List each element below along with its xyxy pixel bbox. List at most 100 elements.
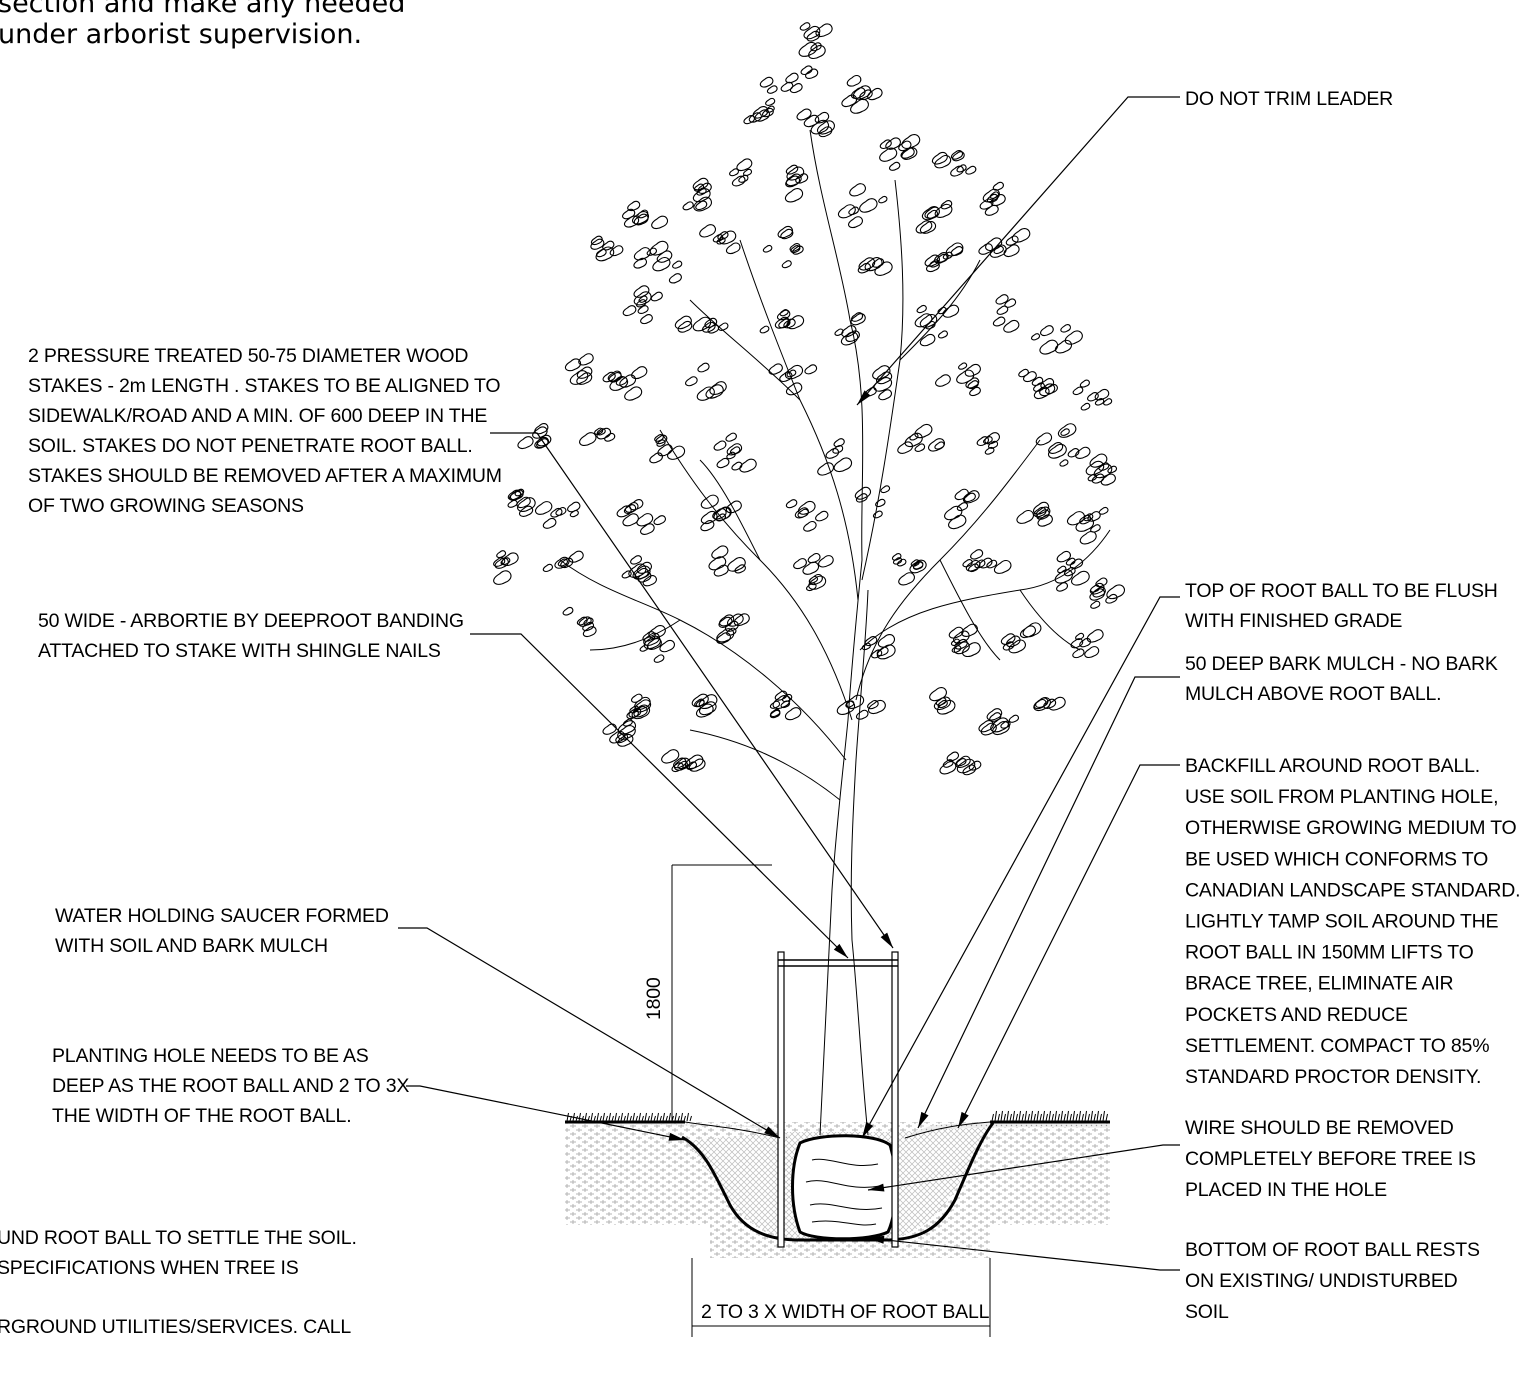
note-line: UND ROOT BALL TO SETTLE THE SOIL.	[0, 1227, 357, 1249]
leaf-cluster	[743, 97, 776, 125]
note-line: BACKFILL AROUND ROOT BALL.	[1185, 755, 1480, 777]
leaf-cluster	[836, 694, 886, 720]
note-line: DO NOT TRIM LEADER	[1185, 88, 1393, 110]
arrowhead	[958, 1111, 969, 1128]
leaf-cluster	[590, 235, 624, 262]
arrowhead	[764, 1126, 780, 1138]
note-line: OF TWO GROWING SEASONS	[28, 495, 304, 517]
leaf-cluster	[700, 494, 742, 532]
leaf-cluster	[796, 108, 835, 138]
branch	[739, 239, 859, 601]
note-line: BRACE TREE, ELIMINATE AIR	[1185, 973, 1454, 995]
leaf-cluster	[837, 183, 888, 229]
note-line: TOP OF ROOT BALL TO BE FLUSH	[1185, 580, 1498, 602]
note-line: SPECIFICATIONS WHEN TREE IS	[0, 1257, 299, 1279]
note-backfill: BACKFILL AROUND ROOT BALL.USE SOIL FROM …	[1185, 755, 1520, 1088]
note-line: STAKES SHOULD BE REMOVED AFTER A MAXIMUM	[28, 465, 502, 487]
leaf-cluster	[793, 552, 834, 592]
leaf-cluster	[891, 553, 927, 586]
leaf-cluster	[1089, 577, 1125, 609]
leaf-cluster	[939, 751, 982, 776]
leaf-cluster	[929, 687, 956, 715]
arrowhead	[868, 1183, 885, 1192]
leaf-cluster	[1000, 622, 1042, 654]
note-line: STANDARD PROCTOR DENSITY.	[1185, 1066, 1481, 1088]
leaf-cluster	[682, 177, 712, 212]
leaf-cluster	[493, 550, 519, 585]
leaf-cluster	[699, 224, 741, 255]
leaf-cluster	[935, 362, 981, 397]
note-line: STAKES - 2m LENGTH . STAKES TO BE ALIGNE…	[28, 375, 500, 397]
leaf-cluster	[854, 485, 891, 519]
branch	[689, 299, 801, 401]
leaf-cluster	[708, 545, 746, 577]
leaf-cluster	[685, 362, 727, 401]
branch	[859, 529, 1111, 651]
leaf-cluster	[1035, 423, 1091, 467]
leaf-cluster	[674, 315, 729, 334]
note-line: SIDEWALK/ROAD AND A MIN. OF 600 DEEP IN …	[28, 405, 487, 427]
note-line: OTHERWISE GROWING MEDIUM TO	[1185, 817, 1517, 839]
branch	[809, 129, 864, 561]
leaf-cluster	[931, 149, 977, 177]
root-ball	[791, 1134, 898, 1241]
leaf-cluster	[879, 134, 921, 171]
leaf-cluster	[649, 434, 686, 464]
note-line: PLANTING HOLE NEEDS TO BE AS	[52, 1045, 369, 1067]
leaf-cluster	[1070, 629, 1104, 659]
leaf-cluster	[762, 225, 804, 269]
note-line: ATTACHED TO STAKE WITH SHINGLE NAILS	[38, 640, 441, 662]
leaf-cluster	[861, 634, 896, 660]
leaf-cluster	[834, 312, 866, 346]
tree-canopy	[493, 22, 1125, 776]
leaf-cluster	[716, 613, 750, 645]
leaf-cluster	[1016, 501, 1053, 527]
leaf-cluster	[798, 22, 833, 60]
grass-right	[991, 1110, 1108, 1122]
leaf-cluster	[768, 363, 818, 396]
leaf-cluster	[602, 718, 637, 747]
note-line: THE WIDTH OF THE ROOT BALL.	[52, 1105, 351, 1127]
leaf-cluster	[542, 550, 584, 573]
branch	[1019, 589, 1081, 651]
note-line: LIGHTLY TAMP SOIL AROUND THE	[1185, 911, 1499, 933]
arrowhead	[918, 1111, 929, 1128]
grass-blades	[991, 1110, 1108, 1122]
leaf-cluster	[1030, 324, 1083, 355]
leaf-cluster	[1072, 379, 1113, 411]
note-cut-off: UND ROOT BALL TO SETTLE THE SOIL. SPECIFI…	[0, 1227, 357, 1338]
note-line: ON EXISTING/ UNDISTURBED	[1185, 1270, 1458, 1292]
grass-blades	[566, 1112, 692, 1122]
leaf-cluster	[759, 65, 819, 94]
leaf-cluster	[817, 438, 853, 476]
note-line: PLACED IN THE HOLE	[1185, 1179, 1387, 1201]
leaf-cluster	[626, 693, 652, 720]
wood-stakes	[777, 951, 899, 1248]
arrowhead	[857, 390, 871, 405]
leaf-cluster	[784, 164, 809, 203]
note-do-not-trim-leader: DO NOT TRIM LEADER	[1185, 88, 1393, 110]
note-line: WITH SOIL AND BARK MULCH	[55, 935, 328, 957]
branch	[855, 439, 1041, 701]
leaf-cluster	[639, 625, 675, 663]
note-line: MULCH ABOVE ROOT BALL.	[1185, 683, 1441, 705]
branch	[861, 179, 904, 581]
note-line: section and make any needed	[0, 0, 405, 19]
leaf-cluster	[769, 690, 802, 721]
arrowhead	[833, 943, 848, 958]
arbortie-banding	[778, 959, 898, 967]
note-line: under arborist supervision.	[0, 19, 362, 50]
leaf-cluster	[992, 294, 1020, 333]
leader-lines	[398, 96, 1180, 1271]
leaf-cluster	[622, 285, 663, 325]
note-line: SETTLEMENT. COMPACT TO 85%	[1185, 1035, 1489, 1057]
leaf-cluster	[713, 432, 757, 473]
height-dimension-label: 1800	[643, 977, 665, 1020]
note-line: WIRE SHOULD BE REMOVED	[1185, 1117, 1454, 1139]
